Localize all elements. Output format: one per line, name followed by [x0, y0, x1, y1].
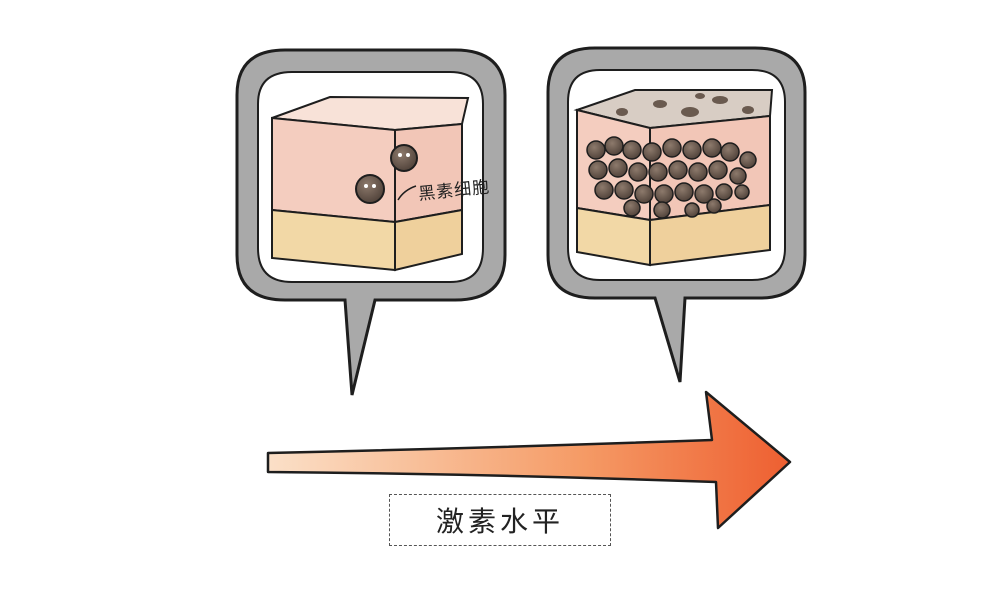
hormone-level-arrow [266, 390, 792, 530]
right-speech-bubble [546, 46, 807, 383]
pointer-line [397, 185, 417, 201]
left-skin-block [271, 95, 470, 272]
left-speech-bubble [235, 48, 507, 396]
hormone-level-label: 激素水平 [389, 494, 611, 546]
melanocyte [355, 174, 385, 204]
melanocyte [390, 144, 418, 172]
melanocyte-cluster [586, 136, 757, 219]
